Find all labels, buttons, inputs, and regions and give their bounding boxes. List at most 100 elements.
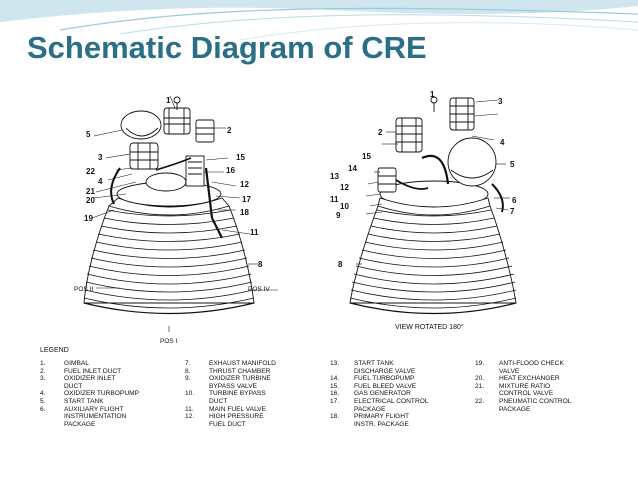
- legend-entry: 12. HIGH PRESSURE: [185, 413, 276, 421]
- legend-entry-text: THRUST CHAMBER: [209, 367, 271, 375]
- legend-entry-text: PACKAGE: [499, 405, 531, 413]
- legend-entry-number: 16.: [330, 390, 340, 398]
- legend-entry-number: [475, 390, 499, 398]
- legend-entry-number: 10.: [185, 390, 195, 398]
- legend-entry: 2. FUEL INLET DUCT: [40, 368, 139, 376]
- legend-entry-number: [330, 421, 354, 429]
- legend-entry-number: 12.: [185, 413, 195, 421]
- callout-left-18: 18: [240, 208, 249, 217]
- callout-left-22: 22: [86, 167, 95, 176]
- legend-entry-text: HEAT EXCHANGER: [499, 375, 560, 383]
- callout-left-12: 12: [240, 180, 249, 189]
- callout-left-5: 5: [86, 130, 91, 139]
- callout-right-2: 2: [378, 128, 383, 137]
- legend-entry-number: 22.: [475, 397, 485, 405]
- callout-left-3: 3: [98, 153, 103, 162]
- legend-entry: PACKAGE: [475, 406, 571, 414]
- legend-entry-text: PACKAGE: [64, 420, 96, 428]
- legend-entry: DUCT: [40, 383, 139, 391]
- legend-entry-text: MAIN FUEL VALVE: [209, 405, 267, 413]
- callout-left-16: 16: [226, 166, 235, 175]
- legend-entry-number: [185, 383, 209, 391]
- legend-entry-number: 8.: [185, 367, 191, 375]
- legend-entry: 1.GIMBAL: [40, 360, 139, 368]
- legend-entry: 20. HEAT EXCHANGER: [475, 375, 571, 383]
- legend-entry: 6. AUXILIARY FLIGHT: [40, 406, 139, 414]
- legend-entry: 5. START TANK: [40, 398, 139, 406]
- legend-entry-number: 2.: [40, 367, 46, 375]
- legend-entry-text: FUEL BLEED VALVE: [354, 382, 417, 390]
- legend-entry-number: [40, 421, 64, 429]
- legend-entry-text: DUCT: [64, 382, 83, 390]
- legend-entry-number: 11.: [185, 405, 194, 413]
- callout-right-6: 6: [512, 196, 517, 205]
- right-engine-view: [349, 93, 517, 315]
- legend-entry: DUCT: [185, 398, 276, 406]
- legend-title: LEGEND: [40, 347, 69, 354]
- legend-entry-number: [40, 413, 64, 421]
- legend-entry: 15. FUEL BLEED VALVE: [330, 383, 429, 391]
- legend-entry-text: INSTRUMENTATION: [64, 413, 127, 421]
- callout-left-20: 20: [86, 196, 95, 205]
- legend-entry-number: 9.: [185, 375, 191, 383]
- legend-column-2: 7. EXHAUST MANIFOLD 8. THRUST CHAMBER 9. OXID…: [185, 360, 276, 428]
- legend-entry-number: [330, 406, 354, 414]
- legend-entry-text: OXIDIZER TURBINE: [209, 375, 271, 383]
- legend-entry: 8. THRUST CHAMBER: [185, 368, 276, 376]
- callout-right-8: 8: [338, 260, 343, 269]
- legend-entry-text: EXHAUST MANIFOLD: [209, 360, 276, 367]
- legend-entry-number: 3.: [40, 375, 46, 383]
- callout-right-15: 15: [362, 152, 371, 161]
- callout-left-21: 21: [86, 187, 95, 196]
- legend-entry-text: FUEL DUCT: [209, 420, 246, 428]
- callout-right-5: 5: [510, 160, 515, 169]
- callout-right-9: 9: [336, 211, 341, 220]
- legend-entry-text: START TANK: [64, 397, 104, 405]
- legend-entry: 19.ANTI-FLOOD CHECK: [475, 360, 571, 368]
- pos-i-label: POS I: [160, 338, 178, 345]
- legend-entry: 14. FUEL TURBOPUMP: [330, 375, 429, 383]
- legend-entry: PACKAGE: [40, 421, 139, 429]
- legend-entry: 9. OXIDIZER TURBINE: [185, 375, 276, 383]
- legend-entry-text: INSTR. PACKAGE: [354, 420, 409, 428]
- legend-entry: FUEL DUCT: [185, 421, 276, 429]
- callout-right-7: 7: [510, 207, 515, 216]
- legend-entry: CONTROL VALVE: [475, 390, 571, 398]
- legend-entry-number: [185, 398, 209, 406]
- legend-entry: 17.ELECTRICAL CONTROL: [330, 398, 429, 406]
- callout-right-10: 10: [340, 202, 349, 211]
- callout-left-2: 2: [227, 126, 232, 135]
- legend-entry: INSTRUMENTATION: [40, 413, 139, 421]
- legend-entry-number: 6.: [40, 405, 46, 413]
- legend-entry-number: 18.: [330, 413, 340, 421]
- legend-entry-text: GAS GENERATOR: [354, 390, 411, 398]
- legend-entry-text: ELECTRICAL CONTROL: [354, 397, 429, 405]
- legend-entry-text: AUXILIARY FLIGHT: [64, 405, 124, 413]
- legend-entry: 4.OXIDIZER TURBOPUMP: [40, 390, 139, 398]
- legend-entry: 11. MAIN FUEL VALVE: [185, 406, 276, 414]
- legend-entry-number: [185, 421, 209, 429]
- view-rotated-caption: VIEW ROTATED 180°: [395, 324, 464, 331]
- legend-entry-text: MIXTURE RATIO: [499, 382, 551, 390]
- legend-entry-number: 5.: [40, 397, 46, 405]
- legend-entry-number: 1.: [40, 360, 46, 367]
- legend-entry-text: FUEL INLET DUCT: [64, 367, 122, 375]
- legend-entry: 21.MIXTURE RATIO: [475, 383, 571, 391]
- legend-entry-text: FUEL TURBOPUMP: [354, 375, 415, 383]
- callout-right-3: 3: [498, 97, 503, 106]
- legend-entry-number: [40, 383, 64, 391]
- legend-entry-number: [330, 368, 354, 376]
- legend-entry-number: 20.: [475, 375, 485, 383]
- callout-right-13: 13: [330, 172, 339, 181]
- legend-entry-number: 15.: [330, 382, 340, 390]
- legend-entry-text: HIGH PRESSURE: [209, 413, 264, 421]
- header-swoosh: [0, 0, 638, 40]
- callout-right-1: 1: [430, 90, 435, 99]
- legend-entry-number: 7.: [185, 360, 191, 367]
- legend-entry-text: ANTI-FLOOD CHECK: [499, 360, 564, 367]
- legend-entry-number: 14.: [330, 375, 340, 383]
- callout-right-12: 12: [340, 183, 349, 192]
